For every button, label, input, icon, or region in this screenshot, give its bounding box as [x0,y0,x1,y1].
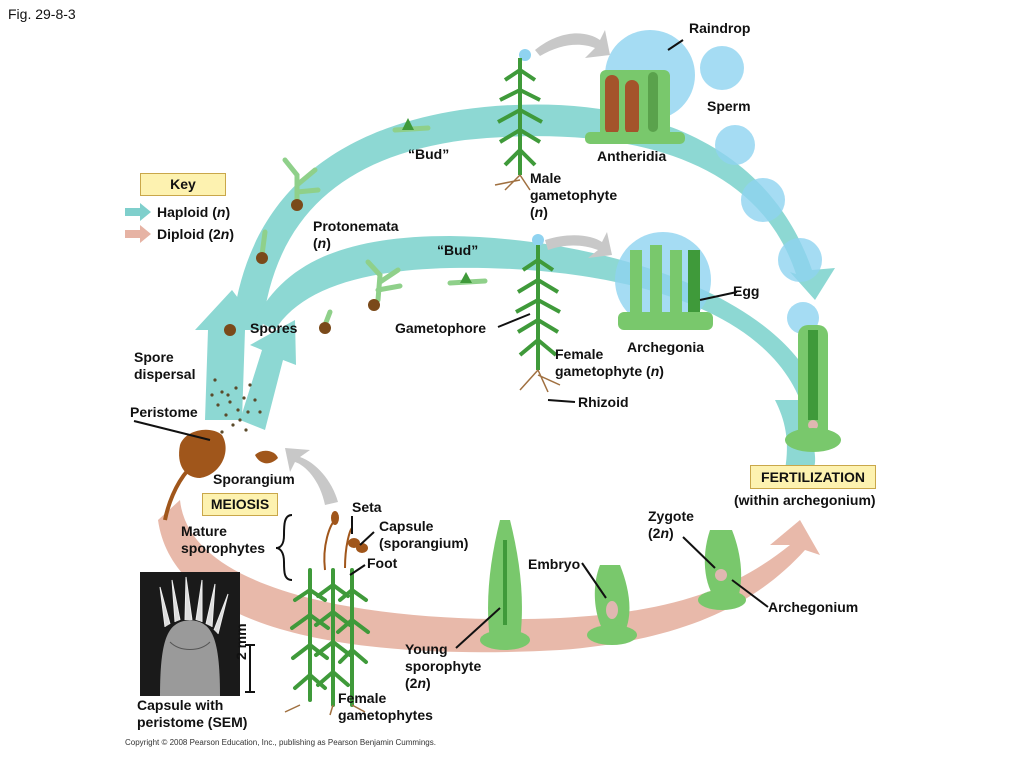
spore-arrow-outer [195,290,262,420]
key-title: Key [140,173,226,196]
fertilization-box: FERTILIZATION [750,465,876,489]
rhizoid-label: Rhizoid [578,394,629,410]
spores-label: Spores [250,320,298,336]
mature-sporophytes-art [284,511,370,716]
within-archegonium-label: (within archegonium) [734,492,876,508]
fertilization-archegonium-art [785,325,841,452]
sporangium-label: Sporangium [213,471,295,487]
embryo-label: Embryo [528,556,581,572]
sporophytes-brace [275,514,293,581]
raindrop-label: Raindrop [689,20,751,36]
male-gametophyte-label: Male gametophyte (n) [530,170,618,220]
egg-label: Egg [733,283,760,299]
diploid-band [158,500,820,653]
sem-capsule-image [140,572,240,696]
spore-dispersal-label: Spore dispersal [134,349,196,382]
meiosis-box: MEIOSIS [202,493,278,516]
peristome-label: Peristome [130,404,198,420]
seta-label: Seta [352,499,382,515]
top-grey-arrow [535,30,610,58]
mid-grey-arrow [545,232,612,258]
archegonia-art [615,232,713,330]
protonemata-label: Protonemata (n) [313,218,399,251]
diploid-key-arrow [125,225,151,243]
scale-bar-label: 2 mm [233,623,249,660]
haploid-key-label: Haploid (n) [157,204,231,220]
diploid-key-label: Diploid (2n) [157,226,235,242]
antheridia-label: Antheridia [597,148,667,164]
bud-shapes [402,118,472,283]
female-gametophyte-art [515,245,561,393]
young-sporophyte-label: Young sporophyte (2n) [405,641,482,691]
scale-bar [245,644,255,693]
male-gametophyte-art [494,58,543,191]
zygote-archegonium-art [698,530,746,610]
leader-lines [133,39,769,649]
embryo-art [587,565,637,645]
zygote-label: Zygote (2n) [648,508,694,541]
spore-dots [224,199,380,336]
peristome-capsule-art [163,429,278,521]
archegonia-label: Archegonia [627,339,705,355]
bud-label-mid: “Bud” [437,242,479,258]
antheridia-art [585,70,685,144]
copyright-text: Copyright © 2008 Pearson Education, Inc.… [125,738,436,747]
mature-sporophytes-label: Mature sporophytes [181,523,266,556]
archegonium-label: Archegonium [768,599,859,615]
female-gametophyte-label: Female gametophyte (n) [555,346,664,379]
capsule-with-peristome-label: Capsule with peristome (SEM) [137,697,248,730]
dispersing-spores [210,378,262,434]
figure-label: Fig. 29-8-3 [8,6,76,22]
sperm-label: Sperm [707,98,751,114]
bud-label-top: “Bud” [408,146,450,162]
capsule-sporangium-label: Capsule (sporangium) [379,518,469,551]
gametophore-label: Gametophore [395,320,487,336]
foot-label: Foot [367,555,398,571]
spore-arrow-inner [240,320,296,430]
female-gametophytes-label: Female gametophytes [338,690,433,723]
sporangium-grey-arrow [285,448,338,505]
haploid-key-arrow [125,203,151,221]
